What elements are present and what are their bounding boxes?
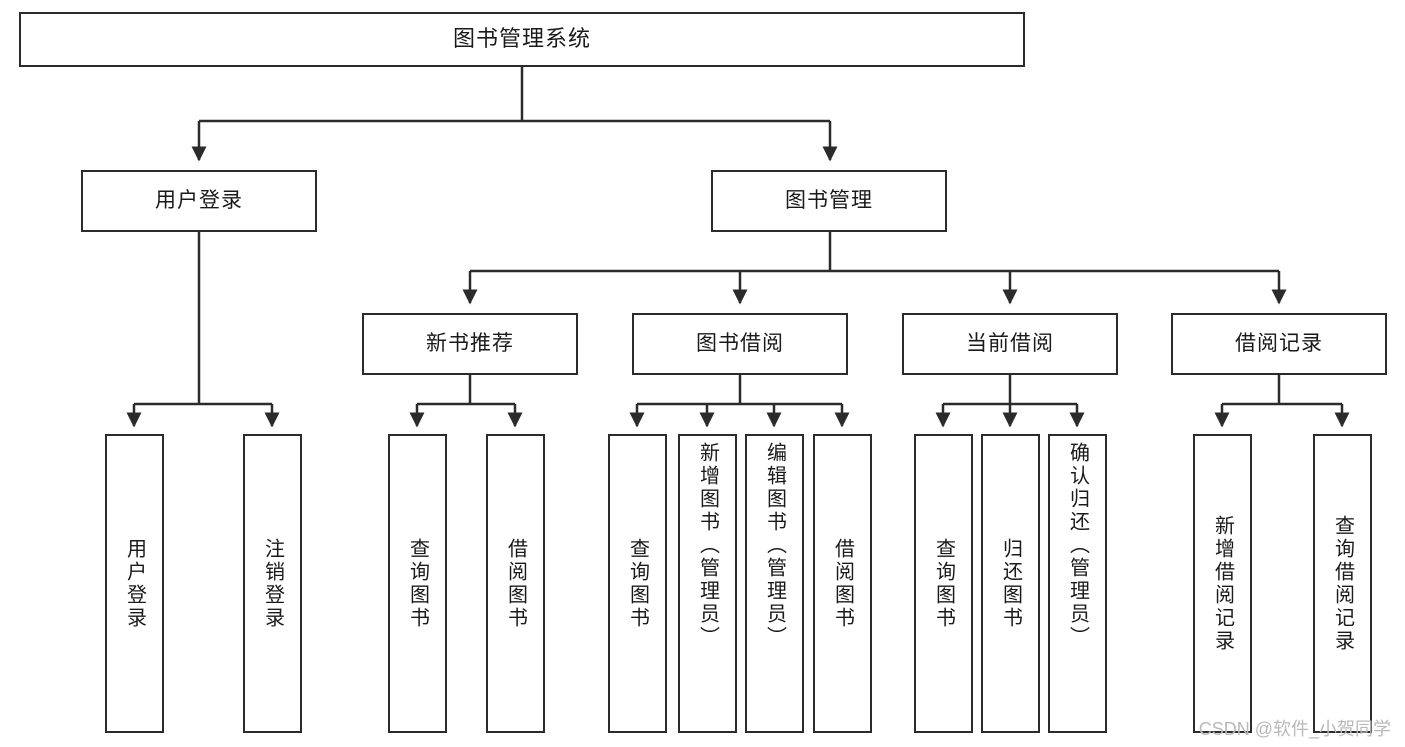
leaf-query-book-borrow[interactable]: 查询图书 (608, 434, 667, 733)
leaf-return-book[interactable]: 归还图书 (981, 434, 1040, 733)
node-new-book-recommend[interactable]: 新书推荐 (362, 313, 578, 375)
leaf-add-book-admin-label: 新增图书（管理员） (696, 442, 719, 649)
node-new-book-recommend-label: 新书推荐 (426, 332, 514, 356)
node-borrow-records[interactable]: 借阅记录 (1171, 313, 1387, 375)
leaf-borrow-book[interactable]: 借阅图书 (813, 434, 872, 733)
node-current-borrow[interactable]: 当前借阅 (902, 313, 1118, 375)
leaf-add-book-admin[interactable]: 新增图书（管理员） (678, 434, 737, 733)
node-book-management-label: 图书管理 (785, 189, 873, 213)
node-borrow-records-label: 借阅记录 (1235, 332, 1323, 356)
watermark-text: CSDN @软件_小贺同学 (1198, 719, 1391, 739)
leaf-query-book-borrow-label: 查询图书 (626, 537, 649, 630)
node-root-label: 图书管理系统 (452, 26, 591, 52)
leaf-borrow-book-recommend[interactable]: 借阅图书 (486, 434, 545, 733)
leaf-query-borrow-record-label: 查询借阅记录 (1331, 514, 1354, 653)
leaf-logout-label: 注销登录 (261, 537, 284, 630)
leaf-user-login[interactable]: 用户登录 (105, 434, 164, 733)
leaf-borrow-book-recommend-label: 借阅图书 (504, 537, 527, 630)
leaf-add-borrow-record[interactable]: 新增借阅记录 (1193, 434, 1252, 733)
node-current-borrow-label: 当前借阅 (966, 332, 1054, 356)
node-root[interactable]: 图书管理系统 (19, 12, 1025, 67)
leaf-query-book-current-label: 查询图书 (932, 537, 955, 630)
leaf-add-borrow-record-label: 新增借阅记录 (1211, 514, 1234, 653)
leaf-confirm-return-admin[interactable]: 确认归还（管理员） (1048, 434, 1107, 733)
node-user-login[interactable]: 用户登录 (81, 170, 317, 232)
leaf-query-borrow-record[interactable]: 查询借阅记录 (1313, 434, 1372, 733)
leaf-return-book-label: 归还图书 (999, 537, 1022, 630)
leaf-logout[interactable]: 注销登录 (243, 434, 302, 733)
node-book-borrow[interactable]: 图书借阅 (632, 313, 848, 375)
leaf-borrow-book-label: 借阅图书 (831, 537, 854, 630)
leaf-query-book-recommend-label: 查询图书 (406, 537, 429, 630)
leaf-query-book-recommend[interactable]: 查询图书 (388, 434, 447, 733)
leaf-user-login-label: 用户登录 (123, 537, 146, 630)
node-book-borrow-label: 图书借阅 (696, 332, 784, 356)
leaf-edit-book-admin-label: 编辑图书（管理员） (763, 442, 786, 649)
leaf-query-book-current[interactable]: 查询图书 (914, 434, 973, 733)
node-book-management[interactable]: 图书管理 (711, 170, 947, 232)
node-user-login-label: 用户登录 (155, 189, 243, 213)
leaf-confirm-return-admin-label: 确认归还（管理员） (1066, 442, 1089, 649)
leaf-edit-book-admin[interactable]: 编辑图书（管理员） (745, 434, 804, 733)
